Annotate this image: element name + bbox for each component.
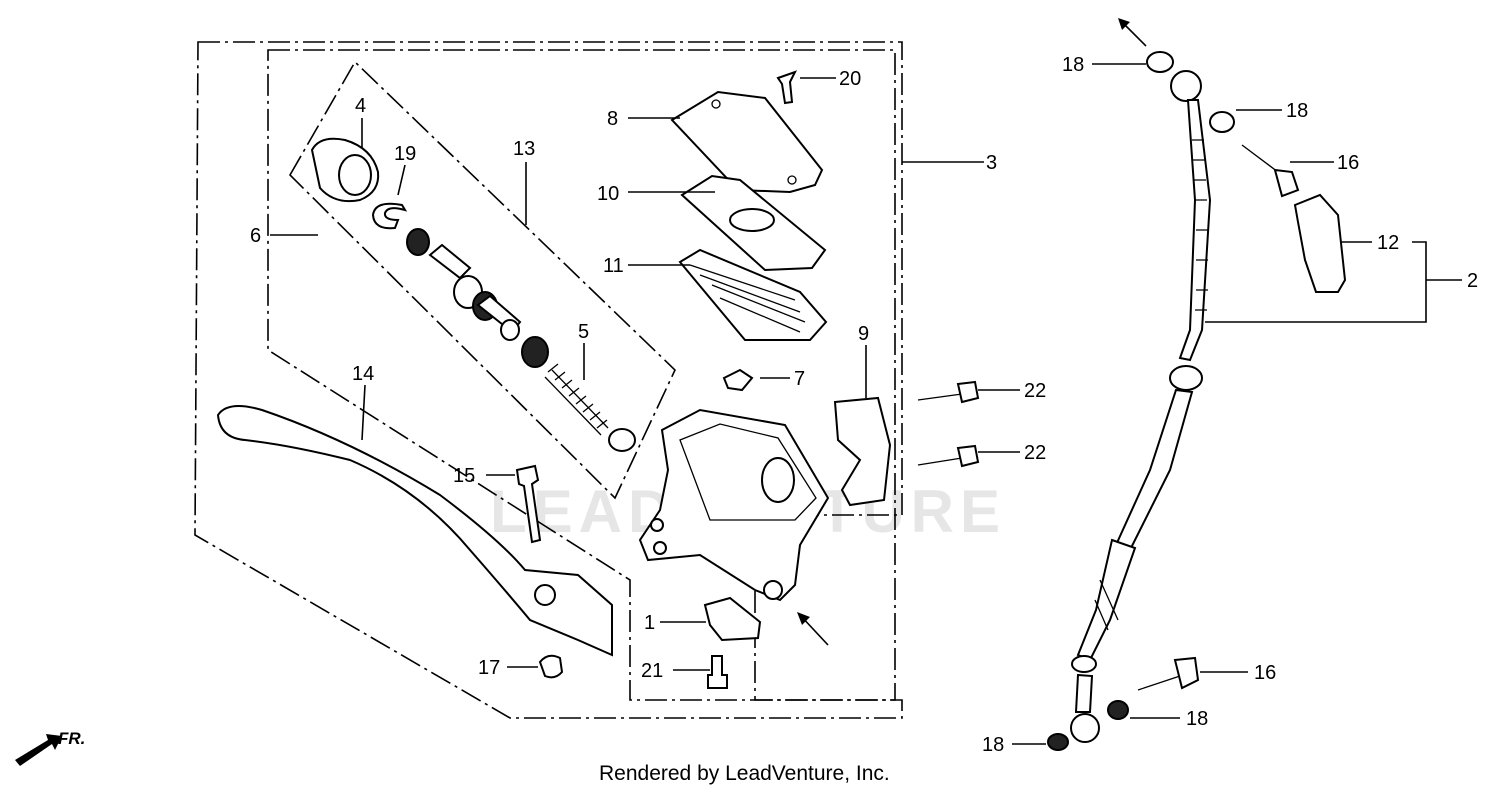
leader-lines [270,63,1462,745]
callout-11: 11 [603,255,624,277]
callout-15: 15 [453,465,475,487]
hose-boot-part [1293,193,1347,293]
callout-18-top: 18 [1062,54,1084,76]
spring-cap-part [608,428,636,452]
callout-22-lower: 22 [1024,442,1046,464]
front-arrow-icon [15,734,62,766]
callout-17: 17 [478,657,500,679]
holder-part [833,396,892,507]
callout-9: 9 [858,323,869,345]
screw-20-part [776,70,798,105]
callout-18-upper-right: 18 [1286,100,1308,122]
banjo-bolt-16-upper-part [1241,144,1300,198]
brake-switch-part [703,596,762,642]
banjo-bolt-16-lower-part [1137,656,1200,691]
callout-12: 12 [1377,232,1399,254]
callout-7: 7 [794,368,805,390]
spring-part [544,363,609,436]
diaphragm-part [678,248,828,341]
callout-20: 20 [839,68,861,90]
direction-arrow-body [797,612,829,646]
callout-1: 1 [644,612,655,634]
front-marker-label: FR. [58,729,85,748]
credit-text: Rendered by LeadVenture, Inc. [599,762,890,785]
callout-14: 14 [352,363,374,385]
callout-4: 4 [355,95,366,117]
screw-21-part [707,655,728,689]
callout-13: 13 [513,138,535,160]
callout-2: 2 [1467,270,1478,292]
clip-part [722,368,754,392]
bolt-22-lower-part [917,444,980,468]
callout-3: 3 [986,152,997,174]
callout-21: 21 [641,660,663,682]
direction-arrow-top [1118,18,1147,47]
callout-16-lower: 16 [1254,662,1276,684]
bolt-22-upper-part [917,380,980,404]
callout-16-upper: 16 [1337,152,1359,174]
callout-10: 10 [597,183,619,205]
callout-18-bottom: 18 [982,734,1004,756]
brake-lever-part [216,405,613,657]
callout-8: 8 [607,108,618,130]
pivot-bolt-part [515,464,542,544]
assembly-3-inner-boundary [267,49,896,701]
piston-part [406,228,549,368]
master-cylinder-body-part [638,408,830,602]
callout-6: 6 [250,225,261,247]
brake-hose-part [1047,51,1235,751]
callout-22-upper: 22 [1024,380,1046,402]
callout-18-lower-right: 18 [1186,708,1208,730]
lever-nut-part [538,654,564,679]
callout-5: 5 [578,321,589,343]
callout-19: 19 [394,143,416,165]
reservoir-cap-part [670,90,824,194]
piston-set-boundary [288,60,676,500]
circlip-part [371,202,408,230]
boot-part [310,137,380,203]
